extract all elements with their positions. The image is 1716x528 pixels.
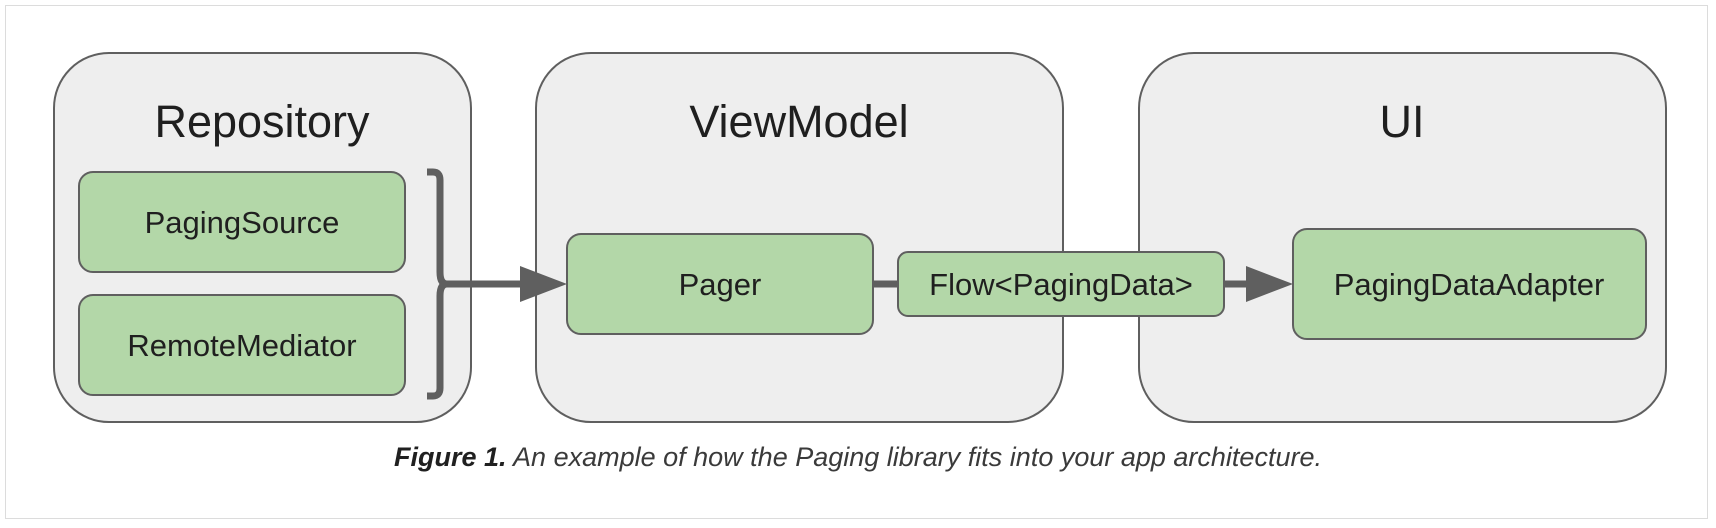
- figure-caption-label: Figure 1.: [394, 442, 507, 472]
- paging-source-node: [78, 171, 406, 273]
- paging-source-label: PagingSource: [145, 205, 340, 240]
- viewmodel-title: ViewModel: [689, 96, 908, 147]
- repository-to-pager-arrowhead: [520, 266, 567, 302]
- ui-title: UI: [1380, 96, 1425, 147]
- remote-mediator-node: [78, 294, 406, 396]
- repository-title: Repository: [154, 96, 370, 147]
- pager-label: Pager: [679, 267, 762, 302]
- figure-caption: Figure 1. An example of how the Paging l…: [0, 442, 1716, 473]
- figure-caption-text: An example of how the Paging library fit…: [506, 442, 1322, 472]
- paging-data-adapter-label: PagingDataAdapter: [1334, 267, 1605, 302]
- paging-data-adapter-node: [1292, 228, 1647, 340]
- flow-label: Flow<PagingData>: [929, 267, 1193, 302]
- flow-to-adapter-arrowhead: [1246, 266, 1293, 302]
- remote-mediator-label: RemoteMediator: [127, 328, 356, 363]
